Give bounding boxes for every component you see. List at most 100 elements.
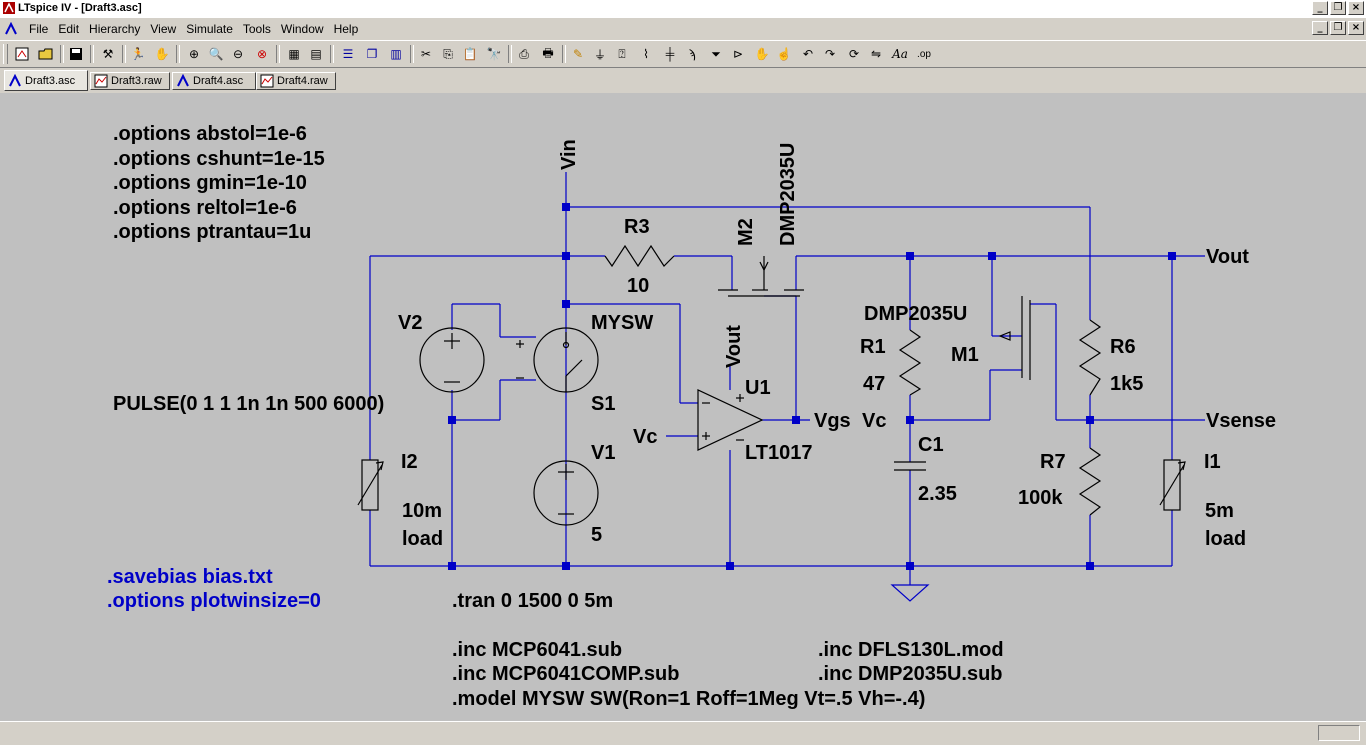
- directive-savebias[interactable]: .savebias bias.txt: [107, 566, 273, 588]
- r1-name[interactable]: R1: [860, 336, 886, 358]
- delete-plot-icon[interactable]: ▤: [310, 47, 322, 61]
- text-icon[interactable]: Aa: [892, 47, 908, 61]
- doc-minimize-button[interactable]: _: [1312, 21, 1328, 35]
- i1-value[interactable]: 5m: [1205, 500, 1234, 522]
- autorange-icon[interactable]: ▦: [288, 47, 300, 61]
- opamp-vout-label[interactable]: Vout: [723, 325, 745, 368]
- tab-draft4-asc[interactable]: Draft4.asc: [172, 72, 256, 90]
- m1-value[interactable]: DMP2035U: [864, 303, 967, 325]
- m2-name[interactable]: M2: [735, 218, 757, 246]
- copy-icon[interactable]: ⎘: [443, 46, 453, 61]
- r6-value[interactable]: 1k5: [1110, 373, 1143, 395]
- i2-load[interactable]: load: [402, 528, 443, 550]
- pulse-value[interactable]: PULSE(0 1 1 1n 1n 500 6000): [113, 393, 384, 415]
- net-label-vc[interactable]: Vc: [862, 410, 886, 432]
- tile-vertical-icon[interactable]: ▥: [390, 47, 402, 61]
- pan-icon[interactable]: 🔍: [208, 47, 224, 61]
- menu-tools[interactable]: Tools: [242, 22, 271, 36]
- v2-name[interactable]: V2: [398, 312, 422, 334]
- r7-name[interactable]: R7: [1040, 451, 1066, 473]
- tab-draft3-raw[interactable]: Draft3.raw: [90, 72, 170, 90]
- menu-file[interactable]: File: [29, 22, 49, 36]
- document-icon[interactable]: [4, 22, 18, 36]
- spice-directive-icon[interactable]: .op: [917, 48, 931, 60]
- menu-help[interactable]: Help: [333, 22, 359, 36]
- schematic-canvas[interactable]: .options abstol=1e-6 .options cshunt=1e-…: [0, 93, 1366, 721]
- mysw-label[interactable]: MYSW: [591, 312, 653, 334]
- capacitor-icon[interactable]: ╪: [665, 47, 675, 61]
- ground-icon[interactable]: ⏚: [593, 47, 606, 62]
- inductor-icon[interactable]: ϡ: [688, 47, 696, 61]
- r6-name[interactable]: R6: [1110, 336, 1136, 358]
- zoom-fit-icon[interactable]: ⊗: [256, 47, 268, 61]
- menu-window[interactable]: Window: [280, 22, 324, 36]
- minimize-button[interactable]: _: [1312, 1, 1328, 15]
- i1-load[interactable]: load: [1205, 528, 1246, 550]
- menu-simulate[interactable]: Simulate: [186, 22, 233, 36]
- run-icon[interactable]: 🏃: [130, 47, 146, 61]
- new-schematic-icon[interactable]: [12, 44, 32, 64]
- directive-tran[interactable]: .tran 0 1500 0 5m: [452, 590, 613, 612]
- v1-name[interactable]: V1: [591, 442, 615, 464]
- directive-reltol[interactable]: .options reltol=1e-6: [113, 197, 297, 219]
- directive-inc-dfls130l[interactable]: .inc DFLS130L.mod: [818, 639, 1004, 661]
- print-setup-icon[interactable]: ⎙: [519, 46, 529, 61]
- zoom-in-icon[interactable]: ⊕: [188, 47, 200, 61]
- find-icon[interactable]: 🔭: [486, 47, 502, 61]
- label-net-icon[interactable]: ⍰: [618, 46, 626, 61]
- menu-view[interactable]: View: [150, 22, 177, 36]
- print-icon[interactable]: 🖶: [542, 45, 554, 60]
- v1-value[interactable]: 5: [591, 524, 602, 546]
- zoom-out-icon[interactable]: ⊖: [232, 47, 244, 61]
- cut-icon[interactable]: ✂: [420, 47, 432, 61]
- restore-button[interactable]: ❐: [1330, 1, 1346, 15]
- m2-value[interactable]: DMP2035U: [777, 143, 799, 246]
- c1-name[interactable]: C1: [918, 434, 944, 456]
- paste-icon[interactable]: 📋: [462, 47, 478, 61]
- directive-model[interactable]: .model MYSW SW(Ron=1 Roff=1Meg Vt=.5 Vh=…: [452, 688, 925, 710]
- diode-icon[interactable]: ⏷: [711, 46, 721, 61]
- tab-draft3-asc[interactable]: Draft3.asc: [4, 70, 88, 91]
- r3-name[interactable]: R3: [624, 216, 650, 238]
- directive-plotwinsize[interactable]: .options plotwinsize=0: [107, 590, 321, 612]
- cascade-icon[interactable]: ❐: [366, 47, 378, 61]
- directive-inc-mcp6041comp[interactable]: .inc MCP6041COMP.sub: [452, 663, 679, 685]
- r7-value[interactable]: 100k: [1018, 487, 1063, 509]
- rotate-icon[interactable]: ⟳: [848, 47, 860, 61]
- doc-restore-button[interactable]: ❐: [1330, 21, 1346, 35]
- opamp-vc-label[interactable]: Vc: [633, 426, 657, 448]
- u1-value[interactable]: LT1017: [745, 442, 812, 464]
- halt-icon[interactable]: ✋: [154, 47, 170, 61]
- directive-abstol[interactable]: .options abstol=1e-6: [113, 123, 307, 145]
- doc-close-button[interactable]: ×: [1348, 21, 1364, 35]
- i1-name[interactable]: I1: [1204, 451, 1221, 473]
- net-label-vin[interactable]: Vin: [558, 139, 580, 170]
- net-label-vout[interactable]: Vout: [1206, 246, 1249, 268]
- tab-draft4-raw[interactable]: Draft4.raw: [256, 72, 336, 90]
- close-button[interactable]: ×: [1348, 1, 1364, 15]
- open-icon[interactable]: [36, 44, 56, 64]
- c1-value[interactable]: 2.35: [918, 483, 957, 505]
- r3-value[interactable]: 10: [627, 275, 649, 297]
- i2-name[interactable]: I2: [401, 451, 418, 473]
- resistor-icon[interactable]: ⌇: [643, 47, 649, 61]
- undo-icon[interactable]: ↶: [802, 47, 814, 61]
- r1-value[interactable]: 47: [863, 373, 885, 395]
- directive-inc-dmp2035u[interactable]: .inc DMP2035U.sub: [818, 663, 1003, 685]
- drag-icon[interactable]: ☝: [776, 47, 792, 61]
- move-icon[interactable]: ✋: [754, 47, 770, 61]
- save-icon[interactable]: [66, 44, 86, 64]
- directive-ptrantau[interactable]: .options ptrantau=1u: [113, 221, 311, 243]
- directive-gmin[interactable]: .options gmin=1e-10: [113, 172, 307, 194]
- menu-hierarchy[interactable]: Hierarchy: [89, 22, 141, 36]
- control-panel-icon[interactable]: ⚒: [102, 47, 114, 61]
- u1-name[interactable]: U1: [745, 377, 771, 399]
- directive-inc-mcp6041[interactable]: .inc MCP6041.sub: [452, 639, 622, 661]
- menu-edit[interactable]: Edit: [58, 22, 80, 36]
- s1-name[interactable]: S1: [591, 393, 615, 415]
- i2-value[interactable]: 10m: [402, 500, 442, 522]
- directive-cshunt[interactable]: .options cshunt=1e-15: [113, 148, 325, 170]
- draw-wire-icon[interactable]: ✎: [572, 47, 584, 61]
- m1-name[interactable]: M1: [951, 344, 979, 366]
- mirror-icon[interactable]: ⇋: [870, 47, 882, 61]
